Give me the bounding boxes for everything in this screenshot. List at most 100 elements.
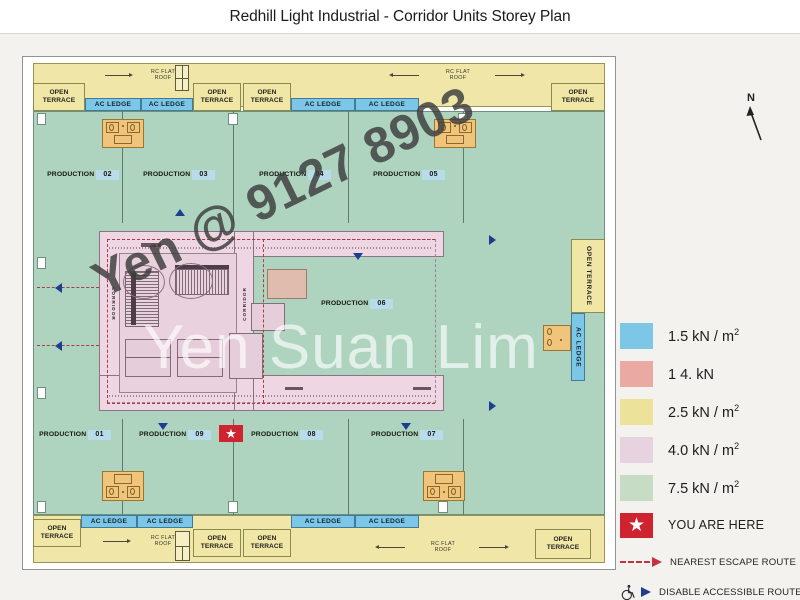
pod-cell-tr-c (446, 135, 464, 144)
pod-fixture-tr-a (441, 124, 446, 131)
pod-dot-tl (122, 125, 124, 127)
pod-fixture-bl-a (109, 488, 114, 495)
route-arrow-bot-2 (401, 423, 411, 430)
legend-row-load-4: 7.5 kN / m2 (620, 469, 796, 507)
roof-arrow-bot-right-left (375, 545, 405, 549)
pod-fixture-right-b (547, 339, 552, 346)
legend-swatch-4-0kn (620, 437, 653, 463)
star-icon: ★ (627, 514, 646, 536)
plant-room-core (267, 269, 307, 299)
route-arrow-west-2 (55, 341, 62, 351)
column-stub-lm (37, 257, 46, 269)
legend-label-escape-route: NEAREST ESCAPE ROUTE (670, 556, 796, 568)
ac-ledge-top-3: AC LEDGE (291, 98, 355, 111)
divider-bot-4 (463, 419, 464, 515)
column-stub-lb (37, 387, 46, 399)
ac-ledge-bot-1: AC LEDGE (81, 515, 137, 528)
divider-bot-2 (233, 419, 234, 515)
pod-cell-brt-b (448, 486, 461, 498)
unit-label-top-05: PRODUCTION 05 (373, 165, 445, 180)
pod-fixture-bl-b (130, 488, 135, 495)
pod-fixture-tr-b (462, 124, 467, 131)
escape-route-dash-sample (620, 561, 651, 563)
unit-number-09: 09 (188, 430, 211, 440)
stair-wall-west (131, 273, 136, 325)
unit-label-top-03: PRODUCTION 03 (143, 165, 215, 180)
pod-fixture-tl-a (109, 124, 114, 131)
north-label: N (747, 92, 755, 104)
roof-arrow-bot-right-right (479, 545, 509, 549)
pod-fixture-tl-b (130, 124, 135, 131)
core-mark-a (141, 243, 161, 247)
unit-label-bot-08: PRODUCTION 08 (251, 425, 323, 440)
legend-row-load-3: 4.0 kN / m2 (620, 431, 796, 469)
legend-label-accessible-route: DISABLE ACCESSIBLE ROUTE (659, 586, 800, 598)
column-stub-bl (37, 501, 46, 513)
legend-label-14kn: 1 4. kN (668, 366, 714, 383)
legend-panel: 1.5 kN / m2 1 4. kN 2.5 kN / m2 4.0 kN /… (620, 317, 800, 600)
roof-arrow-top-left (105, 73, 133, 77)
unit-number-05: 05 (422, 170, 445, 180)
legend-row-load-1: 1 4. kN (620, 355, 796, 393)
pod-cell-tl-a (106, 122, 119, 133)
column-stub-br (438, 501, 448, 513)
page-title: Redhill Light Industrial - Corridor Unit… (229, 8, 571, 25)
corridor-label-east: CORRIDOR (242, 287, 247, 321)
stair-arc-west (123, 265, 165, 299)
legend-row-load-0: 1.5 kN / m2 (620, 317, 796, 355)
unit-label-bot-01: PRODUCTION 01 (39, 425, 111, 440)
arrow-right-icon (652, 557, 663, 567)
unit-label-top-02: PRODUCTION 02 (47, 165, 119, 180)
divider-bot-3 (348, 419, 349, 515)
open-terrace-right: OPEN TERRACE (571, 239, 605, 313)
core-mark-b (285, 387, 303, 390)
escape-route-mid (263, 239, 264, 403)
divider-bot-1 (122, 419, 123, 515)
stair-arc-east (169, 263, 213, 299)
divider-top-1 (122, 111, 123, 223)
escape-route-west-exit (37, 287, 99, 288)
pod-dot-right (560, 339, 562, 341)
core-hatch-bottom (109, 395, 431, 397)
lift-div-a (125, 357, 171, 358)
pod-cell-tr-b (459, 122, 472, 133)
ac-ledge-top-4: AC LEDGE (355, 98, 419, 111)
legend-label-2-5kn: 2.5 kN / m2 (668, 403, 740, 421)
arrow-right-icon-blue (641, 587, 651, 597)
riser-shaft-core (229, 333, 263, 379)
legend-label-4-0kn: 4.0 kN / m2 (668, 441, 740, 459)
legend-swatch-7-5kn (620, 475, 653, 501)
unit-number-02: 02 (96, 170, 119, 180)
lift-div-b (177, 357, 223, 358)
lift-lobby-a (125, 339, 171, 377)
legend-label-1-5kn: 1.5 kN / m2 (668, 327, 740, 345)
north-arrow-icon (746, 106, 762, 141)
route-arrow-bot-1 (158, 423, 168, 430)
unit-number-04: 04 (308, 170, 331, 180)
escape-route-west-exit-2 (37, 345, 99, 346)
star-icon: ★ (225, 426, 237, 441)
legend-row-accessible-route: DISABLE ACCESSIBLE ROUTE (620, 579, 800, 600)
riser-box-top-div2 (182, 65, 183, 91)
legend-row-escape-route: NEAREST ESCAPE ROUTE (620, 549, 796, 575)
column-stub-tl (37, 113, 46, 125)
roof-arrow-top-right-right (495, 73, 525, 77)
legend-row-load-2: 2.5 kN / m2 (620, 393, 796, 431)
escape-route-north (107, 239, 435, 240)
pod-cell-tl-b (127, 122, 140, 133)
unit-number-03: 03 (192, 170, 215, 180)
title-bar: Redhill Light Industrial - Corridor Unit… (0, 0, 800, 34)
pod-dot-tr (454, 125, 456, 127)
pod-cell-tr-a (438, 122, 451, 133)
route-arrow-mid-1 (353, 253, 363, 260)
pod-cell-bl-b (127, 486, 140, 498)
